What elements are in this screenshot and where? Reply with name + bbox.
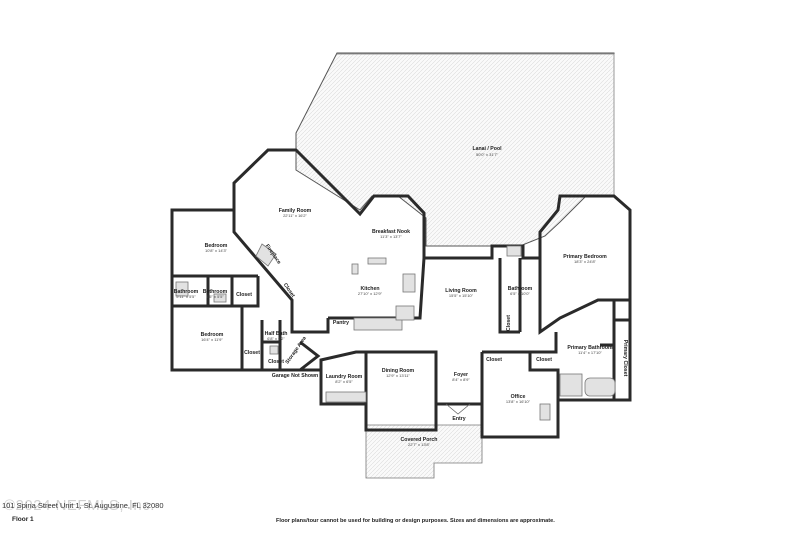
half-bath-dims: 6'8" x 6'2" [267, 336, 285, 341]
dining-label: Dining Room [382, 368, 415, 374]
disclaimer-text: Floor plans/tour cannot be used for buil… [276, 518, 555, 524]
closet-b1-label: Closet [236, 292, 252, 298]
living-room-label: Living Room [445, 288, 477, 294]
watermark: ©2024 NEFMLS, Inc. [4, 497, 155, 514]
porch-dims: 22'7" x 13'8" [408, 442, 431, 447]
room-labels: Lanai / Pool 50'0" x 31'7" Family Room 2… [174, 146, 628, 447]
entry-marker [445, 403, 471, 415]
bathroom-a-label: Bathroom [174, 289, 199, 295]
primary-bathroom-dims: 11'4" x 17'10" [578, 350, 602, 355]
closet-b2-label: Closet [244, 350, 260, 356]
closet-hall-label: Closet [268, 359, 284, 365]
bathroom-b-label: Bathroom [203, 289, 228, 295]
bathroom-a-dims: 5'11" x 5'5" [176, 294, 196, 299]
fixtures [175, 243, 616, 421]
office-dims: 13'8" x 16'10" [506, 399, 531, 404]
foyer-dims: 8'4" x 8'9" [452, 377, 470, 382]
living-room-dims: 15'5" x 15'10" [449, 293, 474, 298]
bathroom-right-dims: 6'5" x 10'0" [510, 291, 530, 296]
storage-label: Storage Area [285, 335, 308, 365]
primary-bedroom-label: Primary Bedroom [563, 254, 607, 260]
interior-walls [172, 210, 630, 404]
office-label: Office [511, 394, 526, 400]
lanai-area [295, 52, 615, 247]
lanai-dims: 50'0" x 31'7" [476, 152, 499, 157]
laundry-label: Laundry Room [326, 374, 363, 380]
dining-dims: 12'9" x 13'11" [386, 373, 410, 378]
pantry-label: Pantry [333, 320, 349, 326]
bathroom-right-label: Bathroom [508, 286, 533, 292]
garage-note-label: Garage Not Shown [272, 373, 318, 379]
bedroom1-label: Bedroom [205, 243, 228, 249]
lanai-label: Lanai / Pool [472, 146, 502, 152]
family-room-label: Family Room [279, 208, 312, 214]
kitchen-dims: 27'10" x 12'9" [358, 291, 383, 296]
family-room-dims: 22'11" x 16'2" [283, 213, 307, 218]
foyer-label: Foyer [454, 372, 468, 378]
primary-closet-label: Primary Closet [622, 340, 628, 377]
entry-label: Entry [452, 416, 465, 422]
exterior-wall [170, 148, 632, 439]
closet-office-b-label: Closet [536, 357, 552, 363]
bedroom2-label: Bedroom [201, 332, 224, 338]
floor-label: Floor 1 [12, 516, 34, 523]
laundry-dims: 8'2" x 6'5" [335, 379, 353, 384]
closet-office-a-label: Closet [486, 357, 502, 363]
primary-bathroom-label: Primary Bathroom [567, 345, 613, 351]
primary-bedroom-dims: 18'3" x 24'8" [574, 259, 597, 264]
kitchen-label: Kitchen [360, 286, 379, 292]
porch-label: Covered Porch [401, 437, 438, 443]
half-bath-label: Half Bath [265, 331, 288, 337]
breakfast-nook-label: Breakfast Nook [372, 229, 410, 235]
bedroom2-dims: 16'4" x 11'9" [201, 337, 223, 342]
covered-porch-area [365, 424, 483, 479]
bedroom1-dims: 10'8" x 14'3" [205, 248, 228, 253]
property-address: 101 Spina Street Unit 1, St. Augustine, … [2, 501, 164, 510]
breakfast-nook-dims: 11'3" x 13'7" [380, 234, 402, 239]
closet-right-label: Closet [506, 315, 512, 331]
bathroom-b-dims: 5'5" x 5'5" [206, 294, 224, 299]
